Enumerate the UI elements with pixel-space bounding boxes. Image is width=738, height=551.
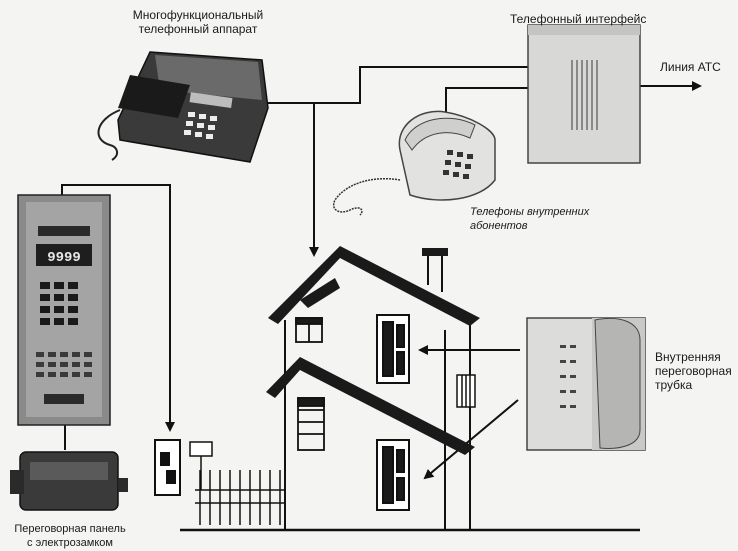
- multifunction-phone: [99, 52, 268, 162]
- label-door-panel: Переговорная панель с электрозамком: [0, 522, 140, 550]
- wire-interface-to-internal-phone: [446, 88, 528, 112]
- internal-handset-device: [527, 318, 645, 450]
- label-internal-phones: Телефоны внутренних абонентов: [470, 205, 589, 233]
- gate-switch-box: [155, 440, 212, 495]
- label-telephone-interface: Телефонный интерфейс: [510, 12, 646, 26]
- telephone-interface-box: [528, 25, 640, 163]
- fence: [195, 470, 285, 525]
- label-multifunction-phone: Многофункциональный телефонный аппарат: [118, 8, 278, 36]
- radiator: [457, 375, 475, 407]
- wall-handset-upper: [377, 315, 409, 383]
- label-internal-handset: Внутренняя переговорная трубка: [655, 350, 732, 392]
- label-pstn-line: Линия АТС: [660, 60, 721, 74]
- internal-phone: [334, 111, 495, 215]
- door-intercom-panel: [18, 195, 110, 425]
- upper-roof: [268, 246, 480, 326]
- electric-lock: [10, 452, 128, 510]
- panel-display-digits: 9999: [47, 250, 81, 266]
- house-windows: [296, 318, 324, 450]
- wire-phone-to-interface: [268, 67, 528, 103]
- wall-handset-lower: [377, 440, 409, 510]
